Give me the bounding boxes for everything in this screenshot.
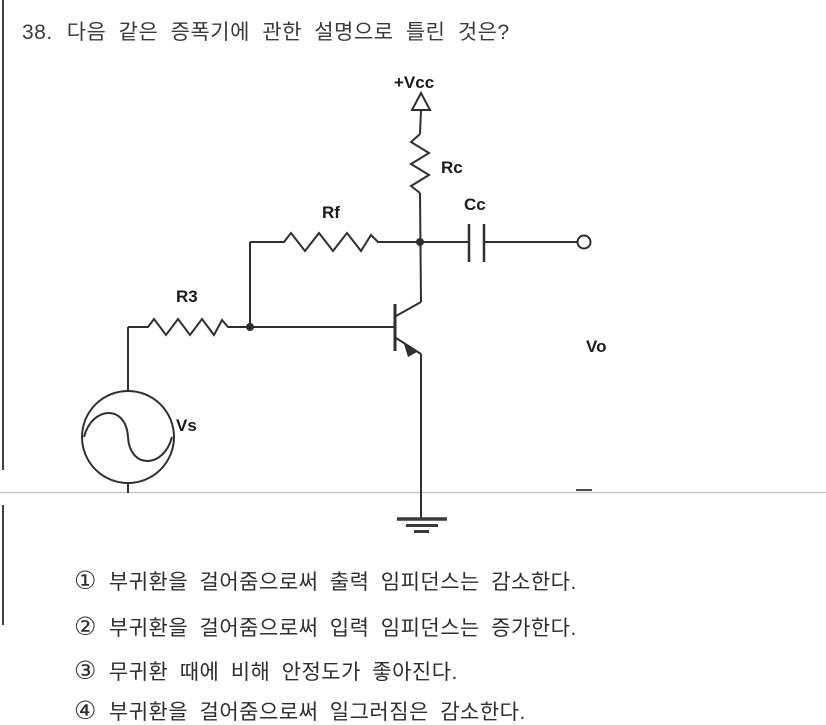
collector-wire (419, 192, 422, 303)
choice-2-number: ② (74, 612, 97, 641)
choice-3-number: ③ (74, 656, 97, 685)
output-terminal (576, 234, 592, 250)
ac-source: Vs (81, 327, 197, 493)
vcc-arrow-icon (410, 90, 432, 111)
choice-1-number: ① (74, 566, 97, 595)
resistor-r3: R3 (128, 287, 250, 337)
rf-label: Rf (322, 203, 340, 222)
vcc-supply: +Vcc (394, 73, 434, 135)
resistor-rc-zigzag (409, 133, 431, 194)
ground-icon (397, 517, 447, 533)
emitter-arrow-icon (404, 344, 417, 357)
resistor-r3-zigzag (128, 317, 250, 337)
transistor (393, 301, 422, 518)
left-column-border-bottom (2, 505, 4, 625)
choice-1-text: 부귀환을 걸어줌으로써 출력 임피던스는 감소한다. (108, 571, 577, 594)
choice-4-text: 부귀환을 걸어줌으로써 일그러짐은 감소한다. (108, 701, 526, 724)
r3-label: R3 (176, 287, 198, 306)
choice-3: ③ 무귀환 때에 비해 안정도가 좋아진다. (74, 656, 458, 686)
transistor-emitter-lead (395, 337, 422, 355)
choice-4: ④ 부귀환을 걸어줌으로써 일그러짐은 감소한다. (74, 696, 526, 725)
vo-label: Vo (586, 337, 606, 356)
rc-label: Rc (441, 158, 463, 177)
choice-3-text: 무귀환 때에 비해 안정도가 좋아진다. (108, 661, 458, 684)
question-text: 다음 같은 증폭기에 관한 설명으로 틀린 것은? (66, 21, 510, 44)
circuit-diagram: +Vcc Rc Cc Vo Rf R3 (0, 73, 826, 533)
cc-label: Cc (464, 195, 486, 214)
choice-4-number: ④ (74, 696, 97, 725)
resistor-rf: Rf (249, 203, 420, 327)
left-column-border-top (2, 0, 4, 470)
vcc-label: +Vcc (394, 73, 434, 92)
capacitor-cc: Cc (420, 195, 577, 262)
choice-2-text: 부귀환을 걸어줌으로써 입력 임피던스는 증가한다. (108, 617, 577, 640)
choice-2: ② 부귀환을 걸어줌으로써 입력 임피던스는 증가한다. (74, 612, 577, 642)
resistor-rc: Rc (409, 133, 463, 194)
question-title: 38. 다음 같은 증폭기에 관한 설명으로 틀린 것은? (22, 16, 510, 46)
transistor-collector-lead (395, 301, 422, 317)
question-number: 38. (22, 21, 53, 44)
choice-1: ① 부귀환을 걸어줌으로써 출력 임피던스는 감소한다. (74, 566, 577, 596)
resistor-rf-zigzag (250, 231, 420, 253)
vcc-wire (419, 109, 422, 135)
sine-wave-icon (83, 412, 173, 462)
vs-label: Vs (176, 416, 197, 435)
